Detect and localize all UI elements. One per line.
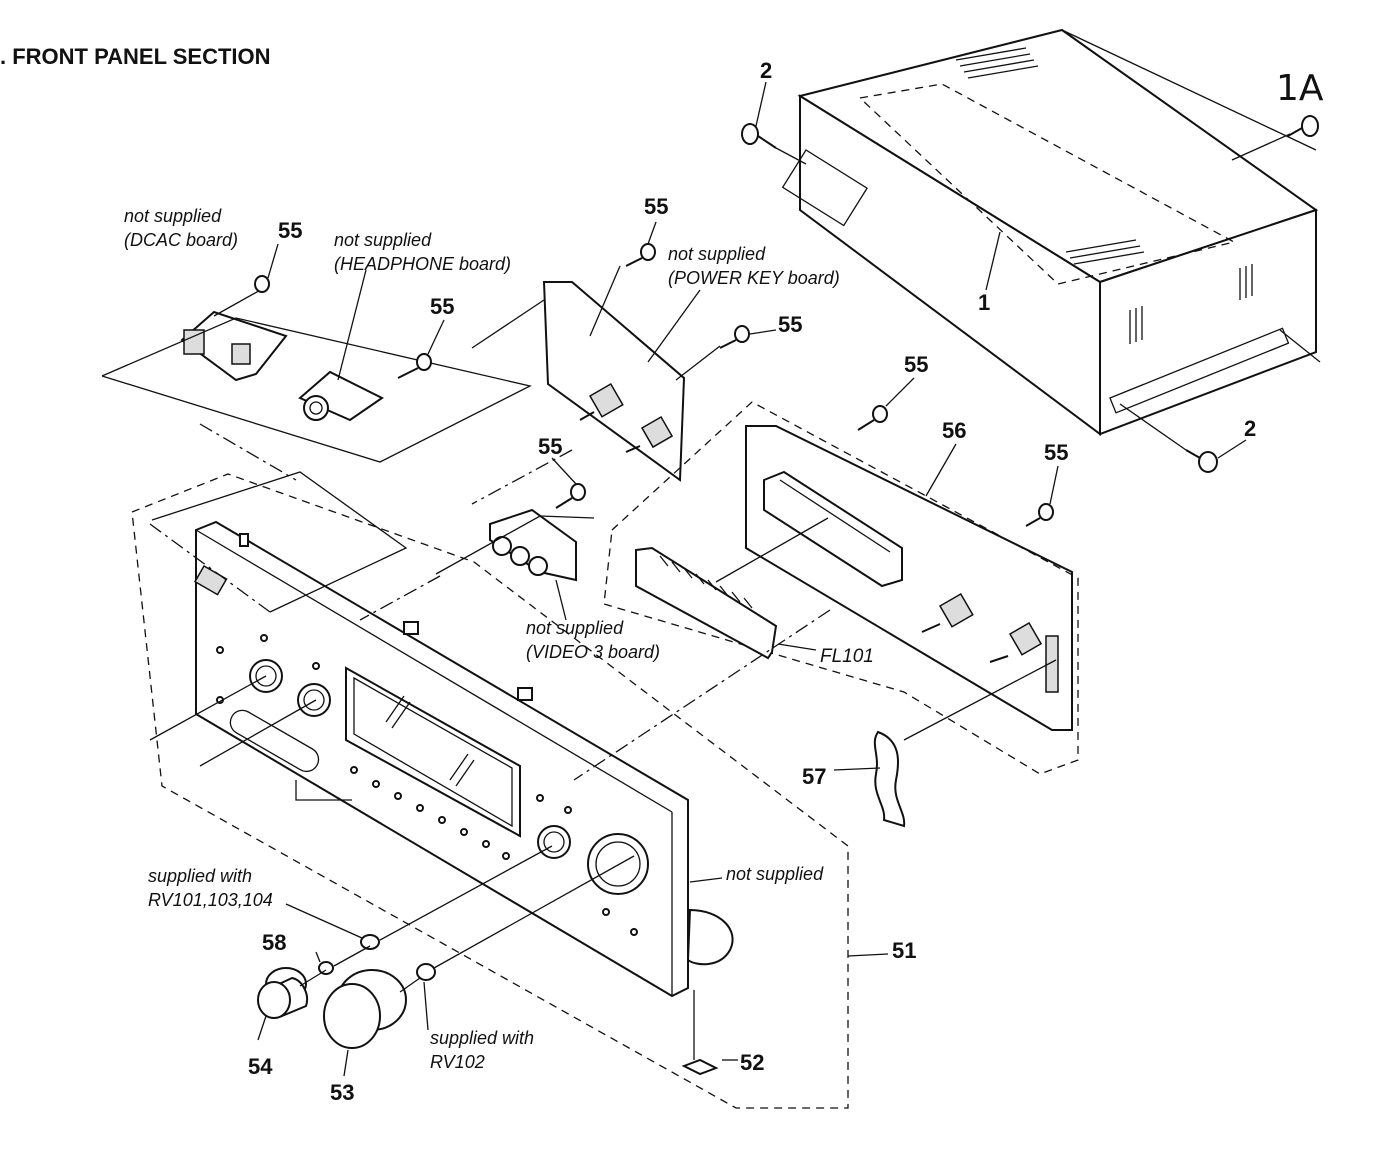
callout-54: 54 [248, 1054, 273, 1079]
callout-56: 56 [942, 418, 966, 443]
note-rv101-line2: RV101,103,104 [148, 890, 273, 910]
callout-58: 58 [262, 930, 286, 955]
callout-2-top: 2 [760, 58, 772, 83]
washers [285, 845, 635, 993]
note-video3-line1: not supplied [526, 618, 624, 638]
callout-leaders [257, 81, 1247, 1077]
note-headphone-line2: (HEADPHONE board) [334, 254, 511, 274]
callout-fl101: FL101 [820, 646, 874, 667]
callout-52: 52 [740, 1050, 764, 1075]
callout-55-video3: 55 [538, 434, 562, 459]
callout-55-powerkey-top: 55 [644, 194, 668, 219]
top-cover [781, 28, 1321, 436]
screw-2-bottom [1119, 403, 1218, 473]
note-dcac-line2: (DCAC board) [124, 230, 238, 250]
video3-board [435, 483, 595, 621]
callout-55-dcac: 55 [278, 218, 302, 243]
note-powerkey-line2: (POWER KEY board) [668, 268, 840, 288]
fl101-display-tube [635, 517, 829, 660]
knob-53 [323, 969, 407, 1049]
assembly-guide-lines [149, 423, 831, 1060]
note-dcac-line1: not supplied [124, 206, 222, 226]
callout-55-display-right: 55 [1044, 440, 1068, 465]
callout-57: 57 [802, 764, 826, 789]
note-rv101-line1: supplied with [148, 866, 252, 886]
note-powerkey-line1: not supplied [668, 244, 766, 264]
screw-top-right [1287, 115, 1319, 137]
note-rv102-line2: RV102 [430, 1052, 485, 1072]
section-title: . FRONT PANEL SECTION [0, 44, 271, 69]
knob-54 [257, 967, 308, 1019]
note-not-supplied: not supplied [726, 864, 824, 884]
display-board [603, 401, 1079, 775]
headphone-board [298, 269, 432, 422]
callout-55-headphone: 55 [430, 294, 454, 319]
page-code: 1A [1276, 68, 1324, 109]
callout-55-display-left: 55 [904, 352, 928, 377]
callout-55-powerkey-right: 55 [778, 312, 802, 337]
callout-1: 1 [978, 290, 990, 315]
bracket-52 [681, 1058, 719, 1076]
screw-2-left [741, 123, 807, 165]
note-rv102-line1: supplied with [430, 1028, 534, 1048]
power-key-board [471, 243, 750, 482]
callout-53: 53 [330, 1080, 354, 1105]
note-video3-line2: (VIDEO 3 board) [526, 642, 660, 662]
callout-51: 51 [892, 938, 916, 963]
note-headphone-line1: not supplied [334, 230, 432, 250]
callout-2-bottom: 2 [1244, 416, 1256, 441]
dcac-board [101, 275, 532, 463]
front-panel [131, 473, 849, 1109]
flat-cable [833, 659, 1057, 828]
